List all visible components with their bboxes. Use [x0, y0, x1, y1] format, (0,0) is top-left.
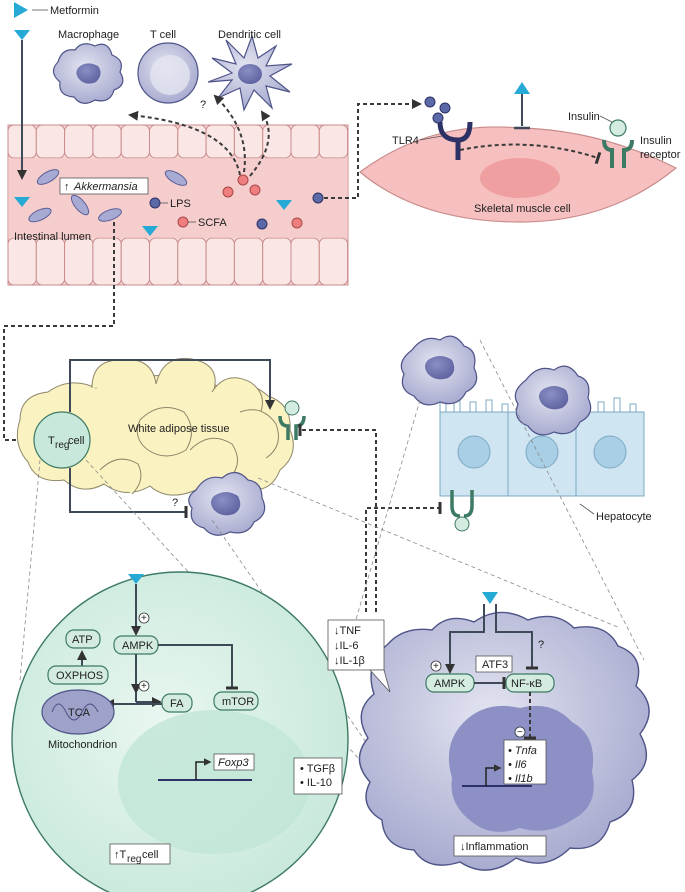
adipose-macrophage: [188, 471, 266, 536]
treg-plus-1: +: [141, 613, 147, 624]
insulin-receptor-label-1: Insulin: [640, 135, 672, 147]
mac-cytokine-0: ↓TNF: [334, 625, 361, 637]
mac-gene-2: • Il1b: [508, 773, 533, 785]
mac-ampk-label: AMPK: [434, 678, 466, 690]
treg-atp-label: ATP: [72, 634, 93, 646]
mac-gene-0: • Tnfa: [508, 745, 537, 757]
mac-minus: −: [517, 727, 523, 738]
macrophage-top: [52, 43, 124, 104]
mac-cytokine-1: ↓IL-6: [334, 640, 358, 652]
scfa-label: SCFA: [198, 217, 227, 229]
mitochondrion-label: Mitochondrion: [48, 739, 117, 751]
treg-mtor-node: [213, 691, 259, 711]
treg-cell: [33, 411, 91, 469]
treg-cytokine-box: [293, 757, 343, 795]
mitochondrion-shape: [41, 689, 115, 735]
atf3-label: ATF3: [482, 659, 508, 671]
liver-macrophage-2: [514, 365, 592, 436]
metformin-triangle: [14, 2, 28, 18]
dendritic-cell-label: Dendritic cell: [218, 29, 281, 41]
treg-T: T: [48, 435, 55, 447]
metformin-triangles-gut: [14, 197, 292, 236]
adipose-question: ?: [172, 497, 178, 509]
treg-cell-label: cell: [68, 435, 85, 447]
mac-genes-box: [503, 739, 547, 785]
mac-cytokine-2: ↓IL-1β: [334, 655, 365, 667]
macrophage-cytokine-box: [327, 619, 385, 671]
mac-question: ?: [538, 639, 544, 651]
mac-plus: +: [433, 661, 439, 672]
dendritic-cell-top: [207, 34, 293, 112]
mac-nfkb-label: NF-κB: [511, 678, 542, 690]
bacteria-group: [28, 169, 188, 223]
t-cell-label: T cell: [150, 29, 176, 41]
immune-question: ?: [200, 99, 206, 111]
inflammation-box: [453, 835, 547, 857]
metformin-label: Metformin: [50, 5, 99, 17]
up-treg-arrow: ↑T: [114, 849, 127, 861]
treg-atp-node: [65, 629, 101, 649]
treg-mtor-label: mTOR: [222, 696, 254, 708]
akkermansia-label: Akkermansia: [73, 181, 138, 193]
akkermansia-arrow: ↑: [64, 181, 70, 193]
hepatocyte-label: Hepatocyte: [596, 511, 652, 523]
insulin-label: Insulin: [568, 111, 600, 123]
lps-label: LPS: [170, 198, 191, 210]
insulin-receptor-muscle: [602, 119, 634, 168]
up-treg-sub: reg: [127, 854, 141, 865]
treg-cytokine-1: • IL-10: [300, 777, 332, 789]
treg-zoom-panel: [11, 571, 349, 892]
treg-plus-2: +: [141, 681, 147, 692]
treg-tca-label: TCA: [68, 707, 91, 719]
atf3-box: [475, 655, 513, 673]
akkermansia-box: [59, 177, 149, 195]
white-adipose-label: White adipose tissue: [128, 423, 230, 435]
insulin-receptor-liver: [450, 490, 474, 532]
t-cell-top: [137, 42, 199, 104]
macrophage-label: Macrophage: [58, 29, 119, 41]
up-treg-box: [109, 843, 171, 865]
up-treg-cell: cell: [142, 849, 159, 861]
treg-fa-label: FA: [170, 698, 184, 710]
skeletal-muscle-label: Skeletal muscle cell: [474, 203, 571, 215]
mac-gene-1: • Il6: [508, 759, 527, 771]
treg-ampk-label: AMPK: [122, 640, 154, 652]
liver-macrophage-1: [400, 335, 478, 406]
treg-oxphos-node: [47, 665, 109, 685]
skeletal-muscle-cell: [359, 126, 678, 223]
tlr4-label: TLR4: [392, 135, 419, 147]
lps-scfa-molecules: [149, 174, 324, 230]
tlr4-receptor: [424, 96, 473, 160]
treg-oxphos-label: OXPHOS: [56, 670, 103, 682]
foxp3-label: Foxp3: [218, 757, 249, 769]
treg-sub: reg: [55, 440, 69, 451]
treg-cytokine-0: • TGFβ: [300, 763, 335, 775]
insulin-receptor-label-2: receptor: [640, 149, 681, 161]
inflammation-label: ↓Inflammation: [460, 841, 528, 853]
intestinal-lumen-label: Intestinal lumen: [14, 231, 91, 243]
white-adipose-tissue: [16, 358, 294, 498]
intestinal-epithelium: [7, 124, 349, 286]
